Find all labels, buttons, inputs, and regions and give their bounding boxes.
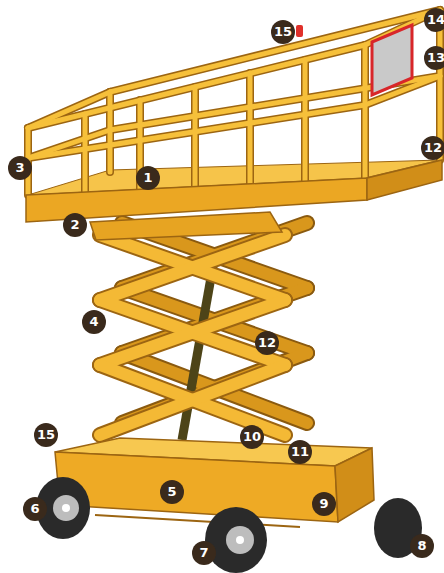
callout-number: 15 <box>34 423 58 447</box>
callout-number: 4 <box>82 310 106 334</box>
entry-gate-panel <box>372 25 412 95</box>
guard-rails <box>28 10 440 195</box>
callout-number: 8 <box>410 534 434 558</box>
callout-number: 10 <box>240 425 264 449</box>
platform-deck-end <box>367 160 442 200</box>
callout-number: 1 <box>136 166 160 190</box>
front-right-wheel <box>205 507 267 573</box>
callout-number: 12 <box>421 136 444 160</box>
callout-number: 11 <box>288 440 312 464</box>
callout-number: 6 <box>23 497 47 521</box>
callout-number: 9 <box>312 492 336 516</box>
callout-number: 14 <box>424 8 444 32</box>
callout-number: 12 <box>255 331 279 355</box>
callout-number: 15 <box>271 20 295 44</box>
beacon-light <box>296 25 303 37</box>
chassis-end <box>335 448 374 522</box>
chassis-step <box>95 515 300 527</box>
callout-number: 7 <box>192 541 216 565</box>
callout-number: 5 <box>160 480 184 504</box>
callout-number: 13 <box>424 46 444 70</box>
callout-number: 2 <box>63 213 87 237</box>
callout-number: 3 <box>8 156 32 180</box>
front-scissor-arms <box>100 235 285 435</box>
